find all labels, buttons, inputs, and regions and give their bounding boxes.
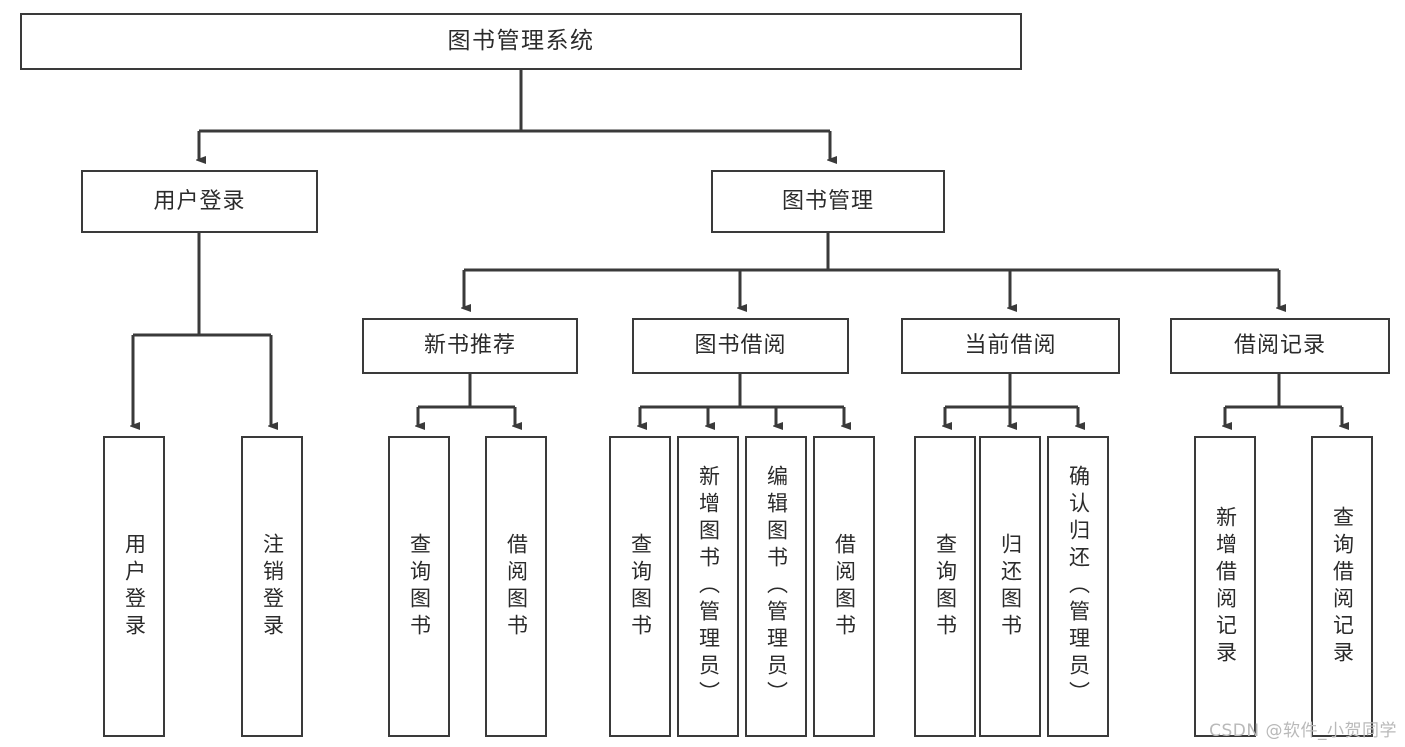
leaf-user-logout-label: 注销登录 — [260, 532, 285, 641]
leaf-borrow-add-book-label: 新增图书（管理员） — [696, 465, 721, 708]
node-new-book-recommend[interactable]: 新书推荐 — [362, 318, 578, 374]
leaf-borrow-add-book[interactable]: 新增图书（管理员） — [677, 436, 739, 737]
leaf-newbook-query-book[interactable]: 查询图书 — [388, 436, 450, 737]
leaf-user-logout[interactable]: 注销登录 — [241, 436, 303, 737]
leaf-current-query-book[interactable]: 查询图书 — [914, 436, 976, 737]
node-book-management-label: 图书管理 — [781, 188, 874, 214]
node-current-borrow[interactable]: 当前借阅 — [901, 318, 1120, 374]
leaf-newbook-borrow-book[interactable]: 借阅图书 — [485, 436, 547, 737]
node-new-book-recommend-label: 新书推荐 — [423, 333, 516, 359]
leaf-borrow-query-book-label: 查询图书 — [628, 532, 653, 641]
leaf-record-add[interactable]: 新增借阅记录 — [1194, 436, 1256, 737]
watermark: CSDN @软件_小贺同学 — [1209, 721, 1397, 741]
node-user-login-label: 用户登录 — [153, 188, 246, 214]
leaf-borrow-query-book[interactable]: 查询图书 — [609, 436, 671, 737]
leaf-borrow-borrow-book-label: 借阅图书 — [832, 532, 857, 641]
leaf-record-add-label: 新增借阅记录 — [1213, 505, 1238, 668]
node-book-management[interactable]: 图书管理 — [711, 170, 945, 233]
node-root[interactable]: 图书管理系统 — [20, 13, 1022, 70]
leaf-user-login[interactable]: 用户登录 — [103, 436, 165, 737]
node-current-borrow-label: 当前借阅 — [964, 333, 1057, 359]
node-book-borrow-label: 图书借阅 — [694, 333, 787, 359]
node-borrow-record-label: 借阅记录 — [1233, 333, 1326, 359]
node-user-login[interactable]: 用户登录 — [81, 170, 318, 233]
leaf-user-login-label: 用户登录 — [122, 532, 147, 641]
node-root-label: 图书管理系统 — [447, 28, 595, 55]
leaf-current-query-book-label: 查询图书 — [933, 532, 958, 641]
leaf-current-confirm-return-label: 确认归还（管理员） — [1066, 465, 1091, 708]
leaf-newbook-query-book-label: 查询图书 — [407, 532, 432, 641]
leaf-newbook-borrow-book-label: 借阅图书 — [504, 532, 529, 641]
node-book-borrow[interactable]: 图书借阅 — [632, 318, 849, 374]
node-borrow-record[interactable]: 借阅记录 — [1170, 318, 1390, 374]
leaf-borrow-edit-book[interactable]: 编辑图书（管理员） — [745, 436, 807, 737]
leaf-record-query[interactable]: 查询借阅记录 — [1311, 436, 1373, 737]
leaf-record-query-label: 查询借阅记录 — [1330, 505, 1355, 668]
leaf-current-confirm-return[interactable]: 确认归还（管理员） — [1047, 436, 1109, 737]
leaf-current-return-book-label: 归还图书 — [998, 532, 1023, 641]
leaf-borrow-borrow-book[interactable]: 借阅图书 — [813, 436, 875, 737]
leaf-current-return-book[interactable]: 归还图书 — [979, 436, 1041, 737]
leaf-borrow-edit-book-label: 编辑图书（管理员） — [764, 465, 789, 708]
